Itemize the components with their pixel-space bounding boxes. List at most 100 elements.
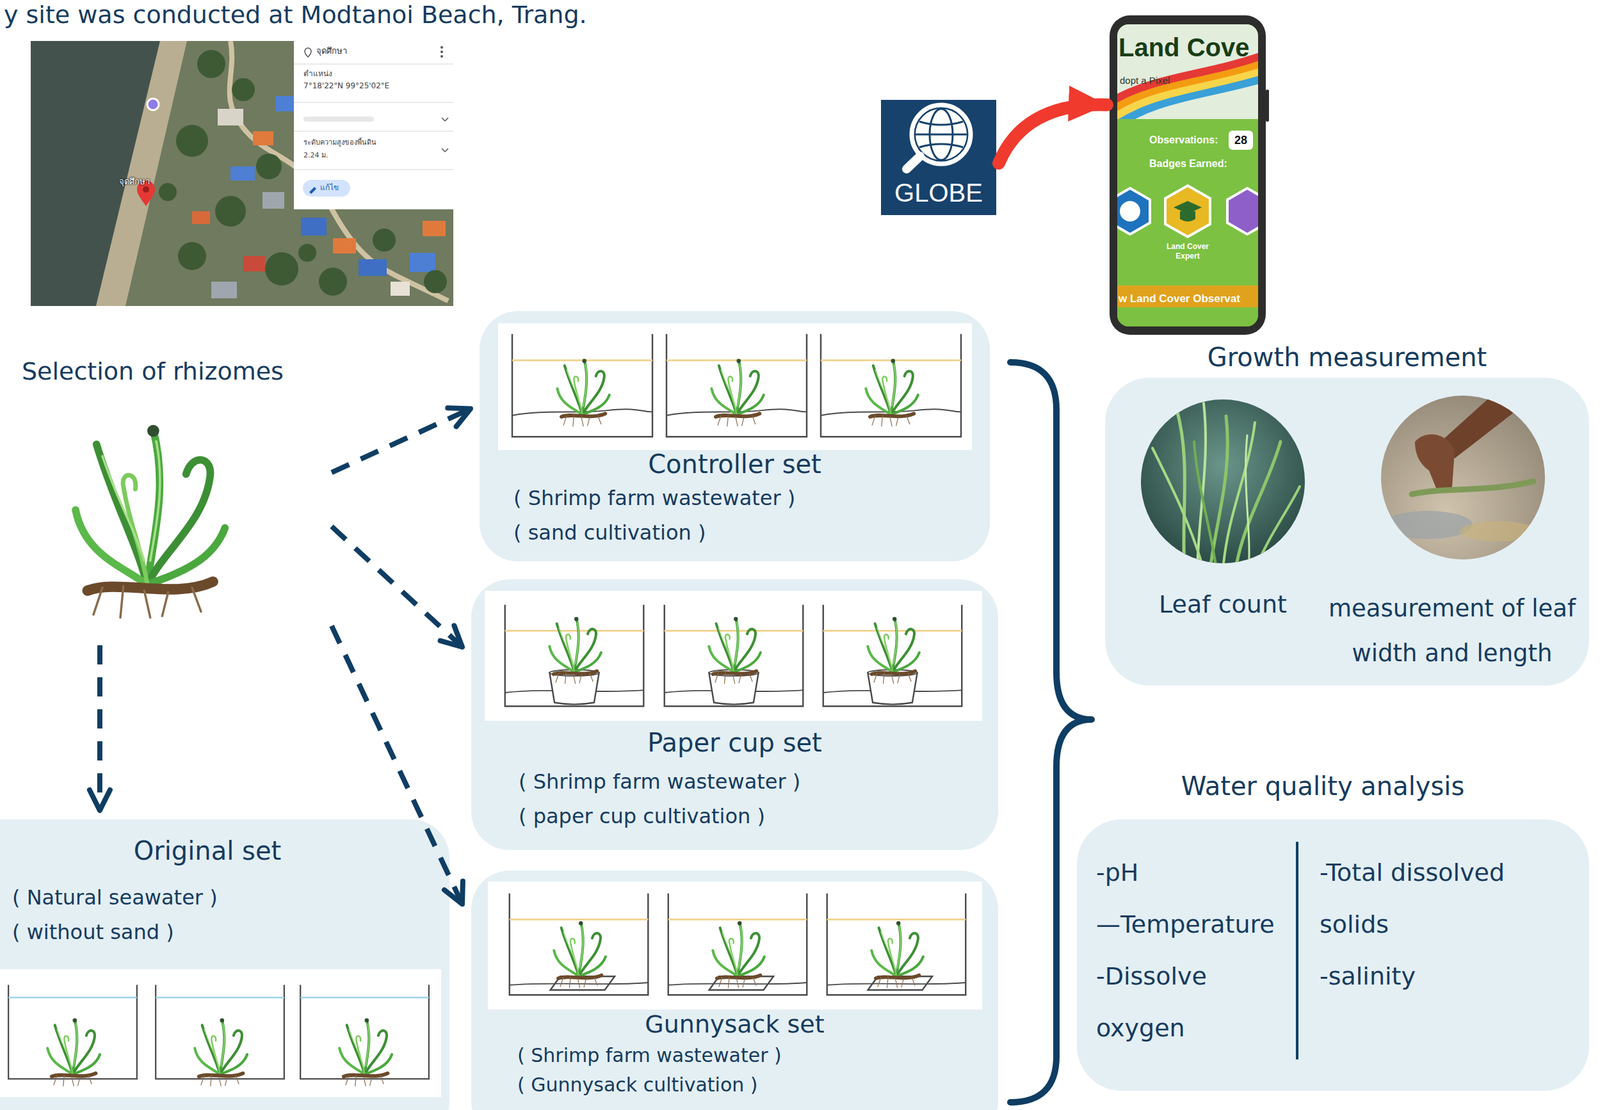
- parameter-slot: -Dissolve oxygen: [1096, 950, 1292, 1055]
- parameter: -salinity: [1319, 950, 1573, 1003]
- measure-panel: Growth measurementLeaf countmeasurement …: [1105, 336, 1590, 686]
- map-pin-label: จุดศึกษา: [119, 176, 150, 187]
- parameter-slot: —Temperature: [1096, 898, 1292, 951]
- curved-arrow: [998, 105, 1108, 164]
- box-detail: ( without sand ): [12, 919, 435, 946]
- phone-app: Land Cove dopt a PixelObservations:28Badg…: [1109, 15, 1266, 335]
- box-title: Gunnysack set: [471, 1009, 999, 1040]
- panel-title: Water quality analysis: [1076, 770, 1569, 803]
- box-detail: ( sand cultivation ): [513, 519, 962, 546]
- app-subtitle-slot: dopt a Pixel: [1119, 74, 1248, 87]
- dashed-arrow: [97, 645, 103, 811]
- logo-text-slot: GLOBE: [880, 177, 997, 208]
- badge-label-slot: Land Cover Expert: [1162, 242, 1214, 262]
- stat-value-slot: 28: [1228, 130, 1253, 150]
- map-pin-label-slot: จุดศึกษา: [119, 176, 150, 187]
- growth-panel: [1105, 377, 1590, 686]
- parameter: -Total dissolved solids: [1319, 847, 1573, 951]
- logo-text: GLOBE: [880, 177, 997, 208]
- parameter-slot: -Total dissolved solids: [1319, 847, 1573, 951]
- app-title-slot: Land Cove: [1118, 32, 1257, 63]
- treatment-box: Original set ( Natural seawater ) ( withou…: [0, 819, 450, 1110]
- parameter: -Dissolve oxygen: [1096, 950, 1292, 1055]
- panel-title: Growth measurement: [1105, 341, 1590, 374]
- treatment-box: Paper cup set ( Shrimp farm wastewater ) (…: [471, 579, 999, 851]
- map-panel-text-slot: 2.24 ม.: [303, 151, 329, 161]
- box-title-slot: Gunnysack set: [471, 1009, 999, 1040]
- box-detail-slot: ( Natural seawater ): [12, 884, 435, 911]
- box-title-slot: Paper cup set: [471, 726, 999, 759]
- item-caption-slot: Leaf count: [1126, 589, 1319, 620]
- map-panel-text: จุดศึกษา: [316, 46, 348, 57]
- parameter-slot: -salinity: [1319, 950, 1573, 1003]
- map-panel-text-slot: จุดศึกษา: [316, 46, 348, 57]
- item-caption: measurement of leaf width and length: [1324, 586, 1581, 677]
- box-title: Original set: [0, 834, 415, 867]
- box-detail: ( Gunnysack cultivation ): [517, 1073, 979, 1098]
- box-detail: ( Shrimp farm wastewater ): [513, 485, 962, 511]
- dashed-arrow: [331, 408, 471, 473]
- box-detail-slot: ( Shrimp farm wastewater ): [517, 1043, 979, 1068]
- dashed-arrow: [331, 626, 463, 905]
- panel-title-slot: Growth measurement: [1105, 341, 1590, 374]
- item-caption: Leaf count: [1126, 589, 1319, 620]
- map-panel-text-slot: 7°18'22"N 99°25'02"E: [303, 81, 390, 91]
- rhizome-illustration: [75, 425, 225, 618]
- dashed-arrow: [331, 526, 463, 647]
- map-panel-text: 7°18'22"N 99°25'02"E: [303, 81, 390, 91]
- step-title-slot: Selection of rhizomes: [21, 355, 324, 387]
- measure-item: Leaf count: [1126, 396, 1319, 666]
- badge-label: Land Cover Expert: [1162, 242, 1214, 262]
- box-title-slot: Controller set: [479, 448, 990, 481]
- analysis-panel: Water quality analysis -pH—Temperature-Di…: [1076, 765, 1590, 1092]
- map-button-text: แก้ไข: [320, 183, 339, 193]
- box-detail-slot: ( paper cup cultivation ): [518, 803, 980, 830]
- app-banner: w Land Cover Observat: [1118, 291, 1252, 307]
- step-title: Selection of rhizomes: [21, 355, 324, 387]
- water-quality-panel: [1076, 819, 1590, 1091]
- app-title: Land Cove: [1118, 32, 1257, 63]
- box-detail-slot: ( Gunnysack cultivation ): [517, 1073, 979, 1098]
- globe-logo: GLOBE: [880, 99, 997, 216]
- measure-item: measurement of leaf width and length: [1318, 396, 1586, 679]
- stat-value: 28: [1228, 130, 1253, 150]
- box-detail-slot: ( Shrimp farm wastewater ): [518, 768, 980, 795]
- diagram-title: y site was conducted at Modtanoi Beach, …: [3, 0, 588, 30]
- stat-label-slot: Observations:: [1149, 132, 1233, 148]
- study-site-map: [30, 40, 454, 307]
- box-detail-slot: ( without sand ): [12, 919, 435, 946]
- stat-label: Observations:: [1149, 132, 1233, 148]
- globe-logo: [880, 99, 997, 216]
- item-caption-slot: measurement of leaf width and length: [1324, 586, 1581, 677]
- box-detail-slot: ( Shrimp farm wastewater ): [513, 485, 962, 511]
- box-detail: ( paper cup cultivation ): [518, 803, 980, 830]
- box-detail-slot: ( sand cultivation ): [513, 519, 962, 546]
- step-heading: Selection of rhizomes: [19, 355, 327, 641]
- phone: [1107, 15, 1269, 335]
- app-banner-slot: w Land Cover Observat: [1118, 291, 1252, 307]
- map-panel-text-slot: ตำแหน่ง: [303, 69, 333, 79]
- box-detail: ( Shrimp farm wastewater ): [517, 1043, 979, 1068]
- stat-label: Badges Earned:: [1149, 156, 1246, 172]
- treatment-box: Controller set ( Shrimp farm wastewater )…: [479, 311, 990, 562]
- experiment-panels: [0, 311, 999, 1110]
- stat-label-slot: Badges Earned:: [1149, 156, 1246, 172]
- map-panel-text: ตำแหน่ง: [303, 69, 333, 79]
- box-title-slot: Original set: [0, 834, 415, 867]
- map-panel-text: 2.24 ม.: [303, 151, 329, 161]
- map-panel-text-slot: ระดับความสูงของพื้นดิน: [303, 138, 377, 148]
- box-title: Controller set: [479, 448, 990, 481]
- parameter-slot: -pH: [1096, 847, 1292, 899]
- diagram-title-slot: y site was conducted at Modtanoi Beach, …: [3, 0, 588, 30]
- box-title: Paper cup set: [471, 726, 999, 759]
- map-panel-text: ระดับความสูงของพื้นดิน: [303, 138, 377, 148]
- parameter: -pH: [1096, 847, 1292, 899]
- parameter: —Temperature: [1096, 898, 1292, 951]
- app-subtitle: dopt a Pixel: [1119, 74, 1248, 87]
- box-detail: ( Natural seawater ): [12, 884, 435, 911]
